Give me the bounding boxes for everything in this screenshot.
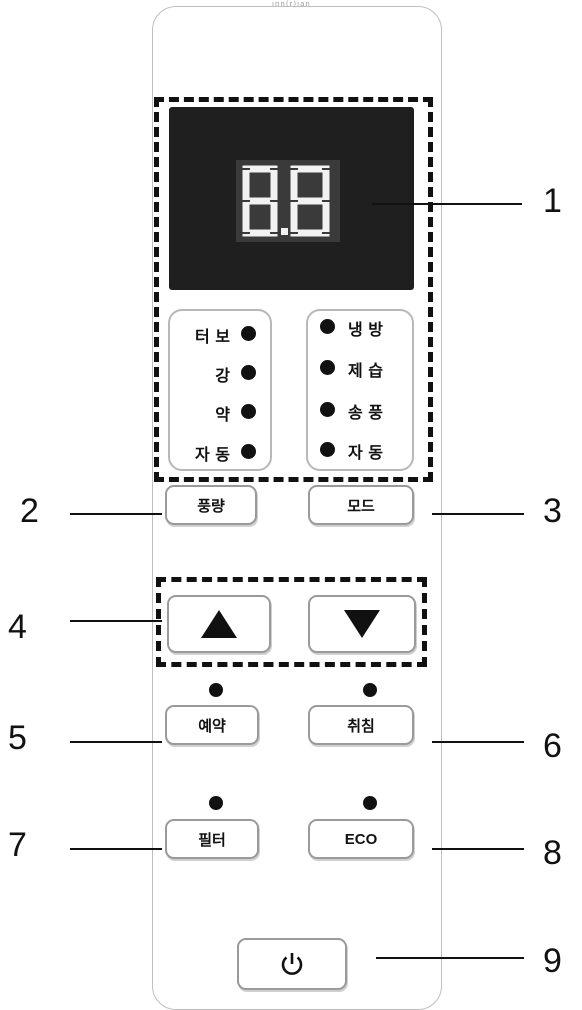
down-button[interactable] (308, 595, 416, 653)
brand-label: ınn(r)ıan (272, 0, 311, 8)
callout-line-6 (432, 741, 524, 743)
fan-speed-button[interactable]: 풍량 (165, 485, 257, 525)
indicator-led-fan-auto (241, 444, 256, 459)
power-button[interactable] (237, 938, 347, 990)
indicator-label-fan-auto: 자 동 (194, 445, 230, 464)
filter-button[interactable]: 필터 (165, 819, 259, 859)
callout-line-3 (432, 513, 524, 515)
timer-indicator-dot (209, 683, 223, 697)
decimal-point (281, 228, 288, 235)
indicator-label-dry: 제 습 (348, 361, 384, 380)
callout-number-7: 7 (8, 826, 27, 864)
indicator-label-turbo: 터 보 (194, 327, 230, 346)
fan-speed-indicator-panel: 터 보 강 약 자 동 (168, 309, 272, 471)
sleep-button[interactable]: 취침 (308, 705, 414, 745)
seven-segment-readout (236, 160, 340, 242)
indicator-led-turbo (241, 326, 256, 341)
mode-button[interactable]: 모드 (308, 485, 414, 525)
power-icon (281, 953, 303, 975)
callout-line-5 (70, 741, 162, 743)
callout-line-9 (376, 957, 524, 959)
arrow-highlight-box (156, 577, 427, 667)
callout-number-1: 1 (543, 182, 562, 220)
callout-number-6: 6 (543, 727, 562, 765)
up-button[interactable] (167, 595, 271, 653)
indicator-label-cool: 냉 방 (348, 320, 384, 339)
callout-line-8 (432, 848, 524, 850)
callout-line-7 (70, 848, 162, 850)
mode-indicator-panel: 냉 방 제 습 송 풍 자 동 (306, 309, 414, 471)
display-highlight-box (154, 97, 433, 482)
callout-number-9: 9 (543, 942, 562, 980)
indicator-led-cool (320, 319, 335, 334)
indicator-label-strong: 강 (215, 366, 230, 385)
eco-button[interactable]: ECO (308, 819, 414, 859)
indicator-led-fan (320, 402, 335, 417)
indicator-label-weak: 약 (215, 405, 230, 424)
indicator-led-strong (241, 365, 256, 380)
callout-number-4: 4 (8, 608, 27, 646)
indicator-label-fan: 송 풍 (348, 403, 384, 422)
callout-number-8: 8 (543, 834, 562, 872)
indicator-led-weak (241, 404, 256, 419)
callout-line-4 (70, 620, 162, 622)
up-arrow-icon (201, 610, 237, 638)
indicator-led-mode-auto (320, 442, 335, 457)
sleep-indicator-dot (363, 683, 377, 697)
timer-button[interactable]: 예약 (165, 705, 259, 745)
callout-number-5: 5 (8, 719, 27, 757)
callout-line-2 (70, 513, 162, 515)
indicator-led-dry (320, 360, 335, 375)
callout-number-2: 2 (20, 492, 39, 530)
callout-number-3: 3 (543, 492, 562, 530)
down-arrow-icon (344, 610, 380, 638)
indicator-label-mode-auto: 자 동 (348, 443, 384, 462)
callout-line-1 (372, 203, 522, 205)
filter-indicator-dot (209, 796, 223, 810)
eco-indicator-dot (363, 796, 377, 810)
segment-digits-graphic (242, 165, 330, 237)
